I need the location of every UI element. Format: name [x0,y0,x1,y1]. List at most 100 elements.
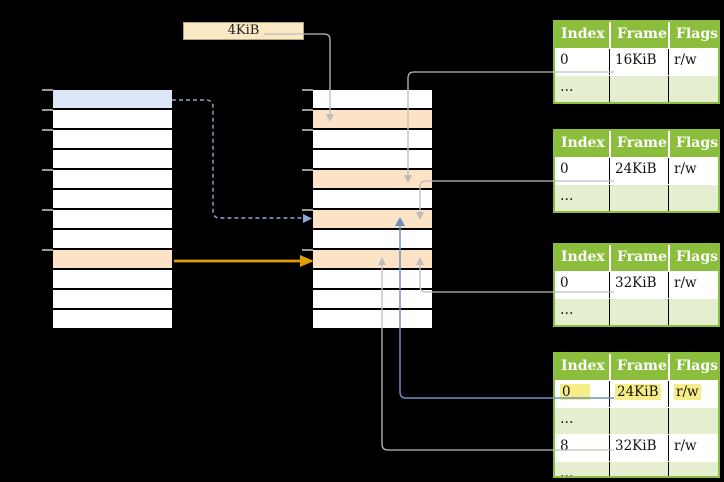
tick-mark-left [42,109,53,111]
frame-cell: 32KiB [609,272,668,298]
directory-entry-row-3 [313,150,432,168]
frame-cell: 32KiB [609,435,668,461]
virtual-page-row-0-blue-highlight [53,90,172,108]
tick-mark-left [42,209,53,211]
frame-table-4-row-3-ellipsis: … [555,461,718,476]
tick-mark-middle [302,129,313,131]
page-directory-table [313,90,432,328]
index-cell: … [560,411,574,427]
column-header-index: Index [561,358,605,374]
virtual-page-row-10 [53,290,172,308]
frame-table-2-row-1-ellipsis: … [555,184,718,211]
directory-entry-row-9 [313,270,432,288]
flags-cell: r/w [668,435,718,461]
column-header-frame: Frame [609,245,668,271]
tick-mark-middle [302,209,313,211]
index-cell: 0 [560,52,569,68]
virtual-page-row-11 [53,310,172,328]
page-size-box: 4KiB [183,22,304,40]
connector-virtual-page-mapping [172,99,312,223]
flags-cell [668,408,718,434]
frame-cell: 24KiB [609,381,668,407]
index-cell: … [560,188,574,204]
virtual-pages-table [53,90,172,328]
flags-cell: r/w [668,381,718,407]
tick-mark-left [42,89,53,91]
virtual-page-row-4 [53,170,172,188]
column-header-frame: Frame [609,22,668,48]
tick-mark-left [42,129,53,131]
tick-mark-left [42,169,53,171]
directory-entry-row-7 [313,230,432,248]
index-cell: 0 [560,275,569,291]
index-cell: 0 [555,381,609,407]
virtual-page-row-1 [53,110,172,128]
column-header-index: Index [561,26,605,42]
frame-cell [609,76,668,102]
frame-cell [609,185,668,211]
connector-virtual-page-direct-arrowhead [300,255,314,267]
frame-table-4-row-0: 0 24KiB r/w [555,380,718,407]
flags-cell: r/w [668,49,718,75]
virtual-page-row-5 [53,190,172,208]
frame-cell: 16KiB [609,49,668,75]
flags-cell [668,76,718,102]
flags-cell [668,299,718,325]
index-cell: … [560,465,574,476]
directory-entry-row-6-orange-highlight [313,210,432,228]
directory-entry-row-10 [313,290,432,308]
column-header-frame: Frame [609,131,668,157]
frame-table-4-row-1-ellipsis: … [555,407,718,434]
virtual-page-row-6 [53,210,172,228]
frame-table-3-row-1-ellipsis: … [555,298,718,325]
frame-cell [609,462,668,476]
flags-cell [668,185,718,211]
index-cell: … [560,79,574,95]
virtual-page-row-8-orange-highlight [53,250,172,268]
page-size-label: 4KiB [227,23,260,38]
directory-entry-row-8-orange-highlight [313,250,432,268]
column-header-flags: Flags [668,354,718,380]
column-header-frame: Frame [609,354,668,380]
directory-entry-row-0 [313,90,432,108]
column-header-index: Index [561,135,605,151]
index-cell: 0 [560,161,569,177]
highlighted-value: r/w [674,384,701,400]
index-cell: … [560,302,574,318]
directory-entry-row-4-orange-highlight [313,170,432,188]
virtual-page-row-3 [53,150,172,168]
tick-mark-middle [302,169,313,171]
virtual-page-row-2 [53,130,172,148]
tick-mark-middle [302,109,313,111]
frame-cell [609,299,668,325]
connector-virtual-page-direct [174,255,314,267]
frame-cell: 24KiB [609,158,668,184]
connector-virtual-page-mapping-arrowhead [303,214,312,223]
column-header-index: Index [561,249,605,265]
column-header-flags: Flags [668,22,718,48]
directory-entry-row-11 [313,310,432,328]
column-header-flags: Flags [668,245,718,271]
directory-entry-row-2 [313,130,432,148]
virtual-page-row-9 [53,270,172,288]
highlighted-value: 0 [560,384,590,400]
flags-cell: r/w [668,158,718,184]
highlighted-value: 24KiB [615,384,661,400]
virtual-page-row-7 [53,230,172,248]
index-cell: 8 [560,438,569,454]
tick-mark-middle [302,249,313,251]
tick-mark-middle [302,89,313,91]
frame-table-1-row-1-ellipsis: … [555,75,718,102]
